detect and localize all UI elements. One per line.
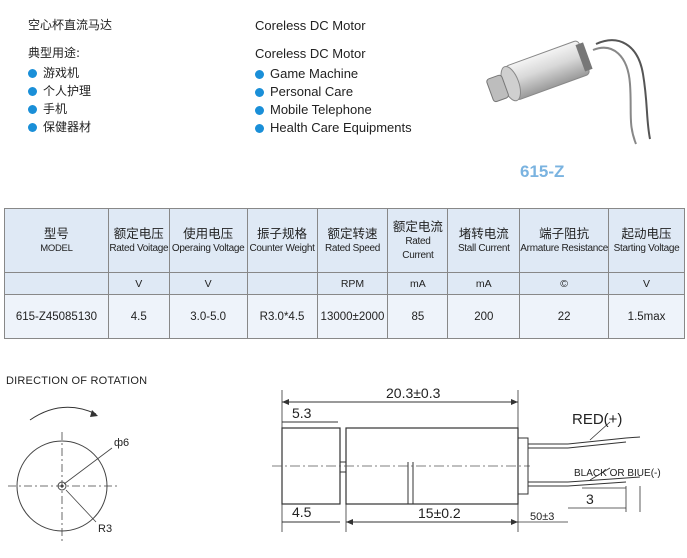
en-list-item: Mobile Telephone: [255, 102, 372, 118]
bullet-icon: [28, 69, 37, 78]
cell-model: 615-Z45085130: [4, 294, 109, 339]
side-view-drawing: 20.3±0.3 5.3 RED(+) BLACK OR BIUE(-) 3 5…: [272, 385, 661, 532]
dim-4-5: 4.5: [292, 504, 312, 520]
cn-title: 空心杯直流马达: [28, 18, 113, 32]
cell-stall-current: 200: [447, 294, 521, 339]
cn-list-item: 手机: [28, 102, 67, 117]
unit-cell: ©: [519, 272, 610, 295]
model-label: 615-Z: [520, 162, 565, 181]
cell-counter-weight: R3.0*4.5: [246, 294, 318, 339]
bullet-icon: [28, 123, 37, 132]
cell-armature-resistance: 22: [519, 294, 610, 339]
cell-rated-voltage: 4.5: [107, 294, 170, 339]
cn-list-item: 保健器材: [28, 120, 91, 135]
en-title: Coreless DC Motor: [255, 18, 366, 33]
bullet-icon: [255, 70, 264, 79]
rotation-diagram: ф6 R3: [8, 406, 129, 542]
dim-r: R3: [98, 523, 112, 535]
en-list-item: Personal Care: [255, 84, 353, 100]
unit-cell: [4, 272, 109, 295]
dim-50: 50±3: [530, 511, 554, 523]
cell-rated-current: 85: [387, 294, 449, 339]
unit-cell: mA: [447, 272, 521, 295]
unit-cell: V: [168, 272, 248, 295]
bullet-icon: [28, 105, 37, 114]
en-list-item: Game Machine: [255, 66, 358, 82]
rotation-title: DIRECTION OF ROTATION: [6, 375, 148, 387]
bullet-icon: [28, 87, 37, 96]
lead-black-label: BLACK OR BIUE(-): [574, 468, 661, 479]
dim-15: 15±0.2: [418, 505, 461, 521]
unit-cell: [246, 272, 318, 295]
dim-5-3: 5.3: [292, 405, 312, 421]
en-list-item: Health Care Equipments: [255, 120, 412, 136]
unit-row: V V RPM mA mA © V: [4, 272, 685, 295]
cn-list-item: 个人护理: [28, 84, 91, 99]
cn-list-item: 游戏机: [28, 66, 79, 81]
unit-cell: V: [107, 272, 170, 295]
bullet-icon: [255, 106, 264, 115]
unit-cell: V: [608, 272, 685, 295]
bullet-icon: [255, 88, 264, 97]
lead-red-label: RED(+): [572, 411, 622, 428]
cell-rated-speed: 13000±2000: [316, 294, 389, 339]
dim-total: 20.3±0.3: [386, 385, 441, 401]
rotation-arrow: [29, 406, 97, 421]
table-row: 615-Z45085130 4.5 3.0-5.0 R3.0*4.5 13000…: [4, 294, 685, 339]
motor-photo: [486, 39, 651, 145]
dim-3: 3: [586, 491, 594, 507]
unit-cell: mA: [387, 272, 449, 295]
cell-operating-voltage: 3.0-5.0: [168, 294, 248, 339]
cell-starting-voltage: 1.5max: [608, 294, 685, 339]
bullet-icon: [255, 124, 264, 133]
en-subtitle: Coreless DC Motor: [255, 46, 366, 61]
unit-cell: RPM: [316, 272, 389, 295]
cn-usage-label: 典型用途:: [28, 46, 81, 60]
dim-phi: ф6: [114, 437, 129, 449]
